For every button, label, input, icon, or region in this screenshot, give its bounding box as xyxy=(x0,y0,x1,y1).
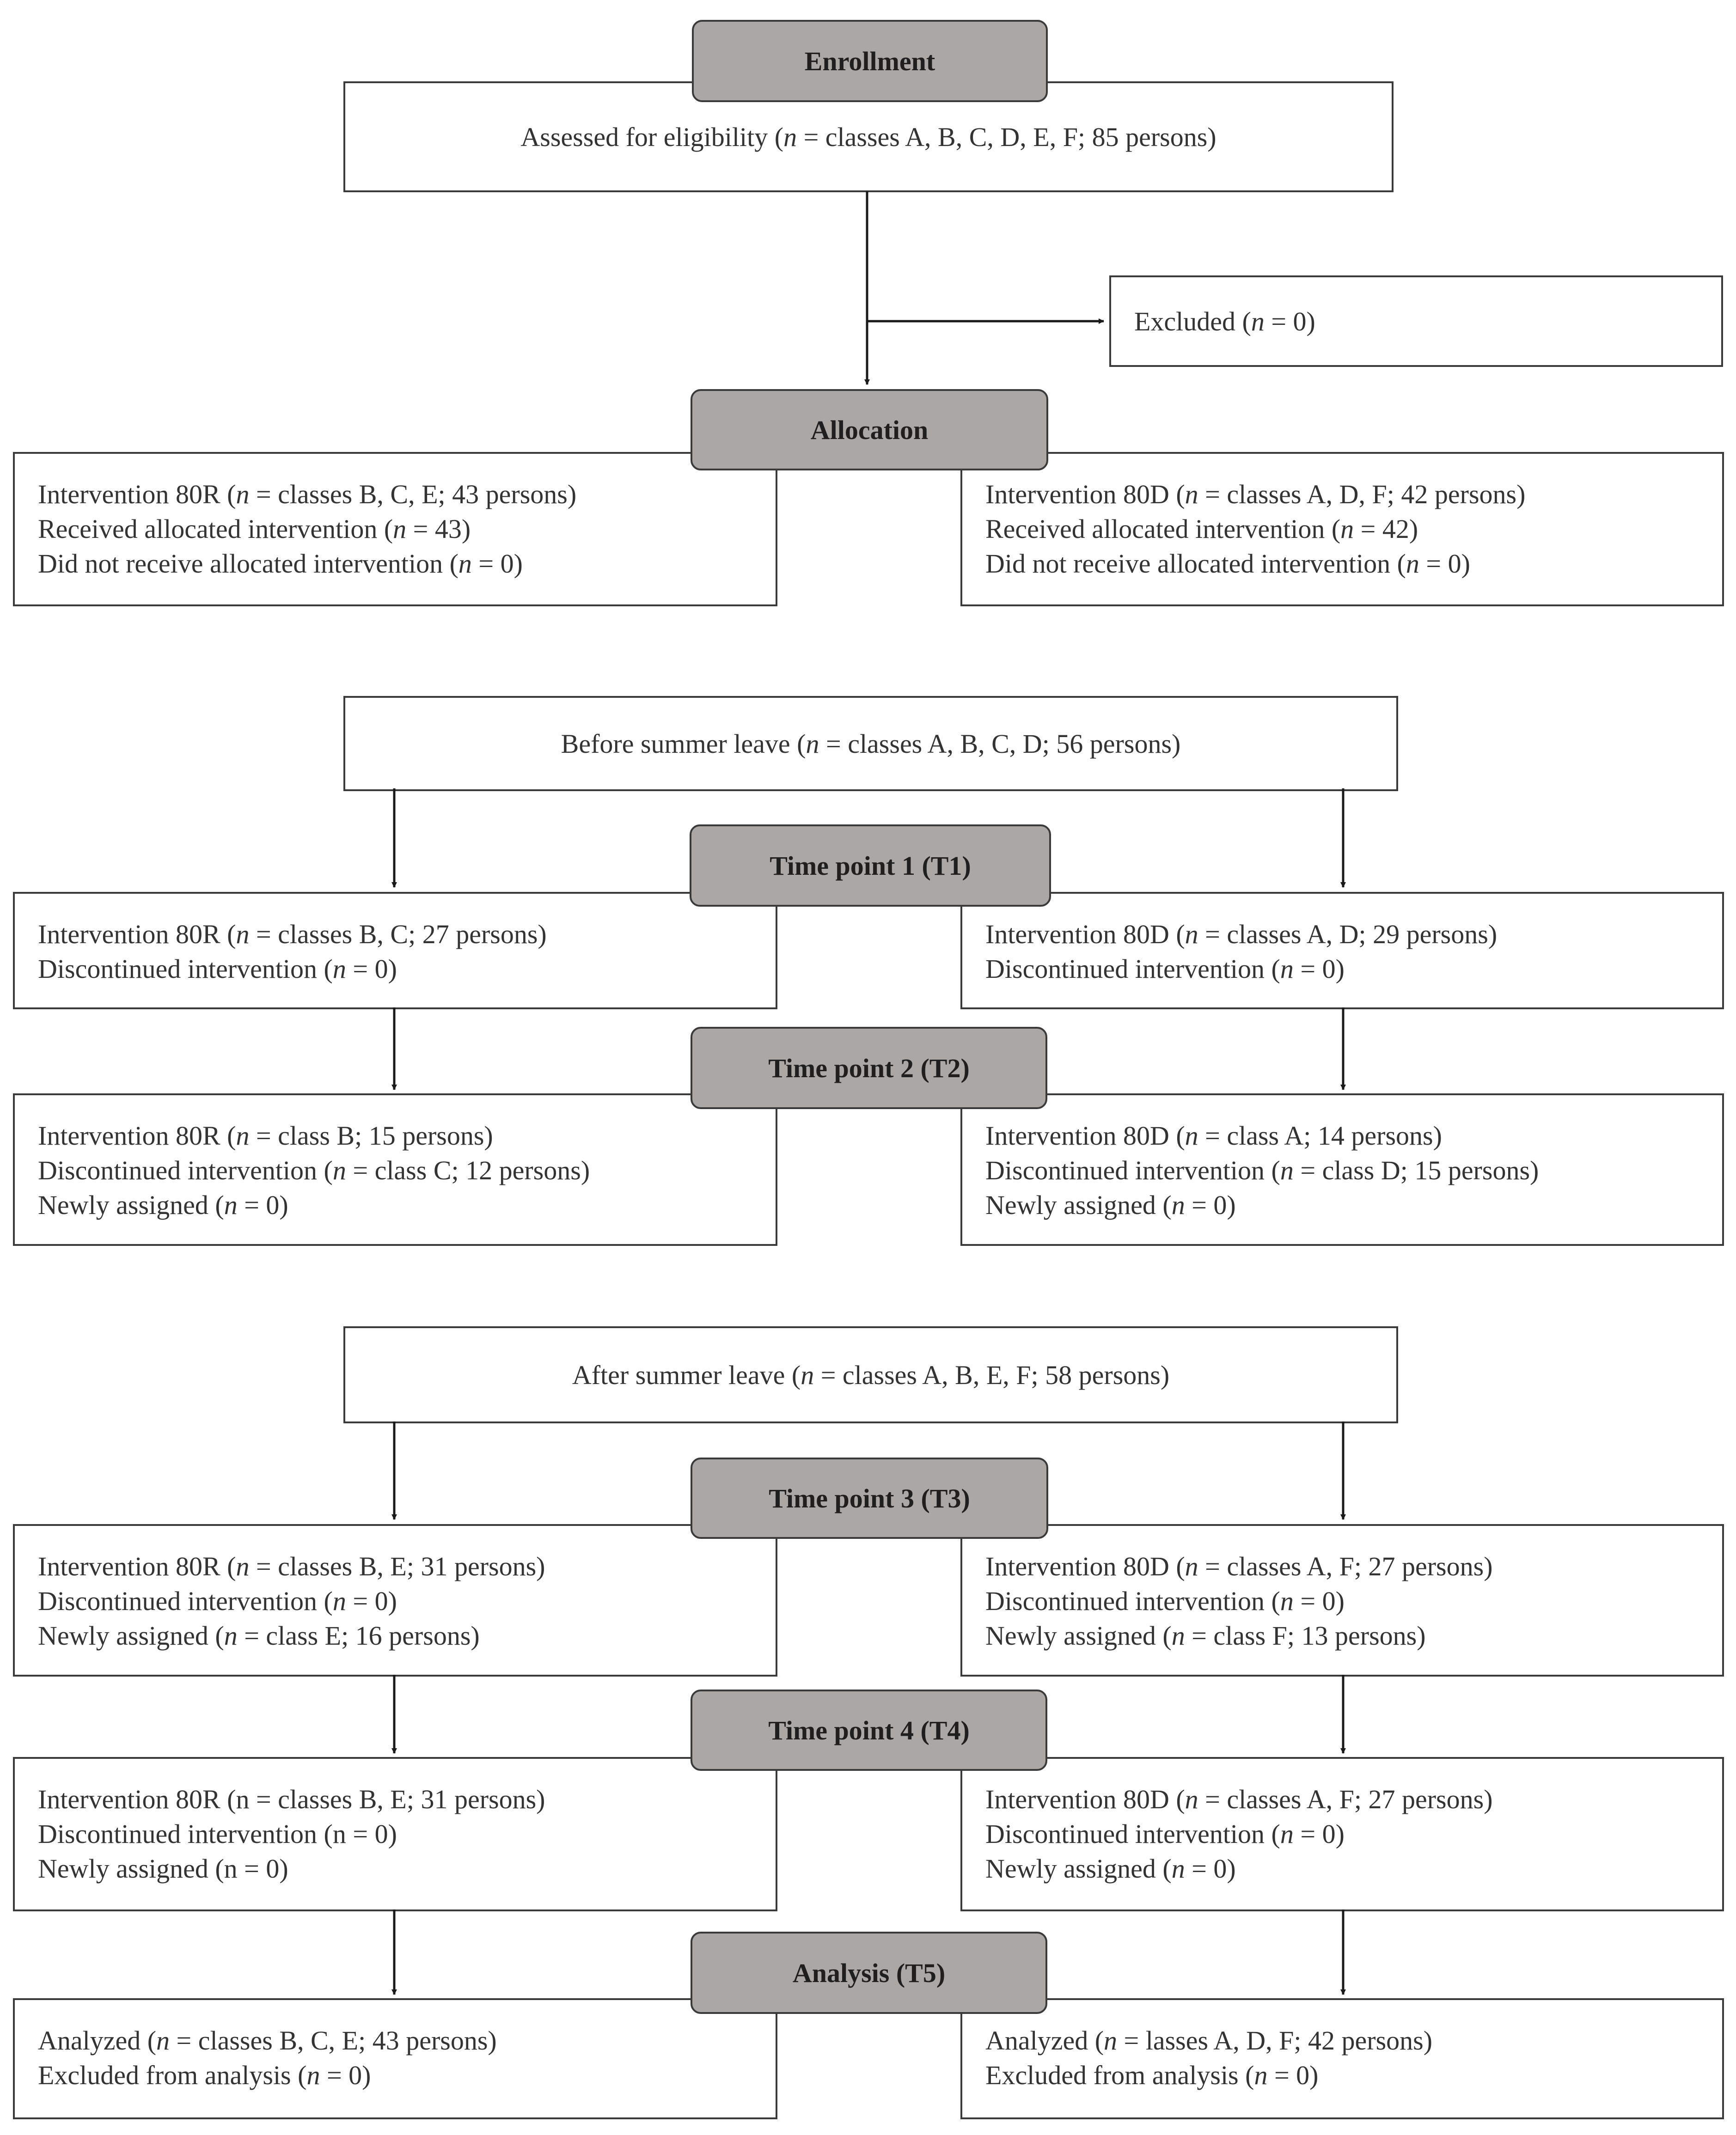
box-line: Newly assigned (n = 0) xyxy=(985,1854,1236,1884)
t1-left-box: Intervention 80R (n = classes B, C; 27 p… xyxy=(13,892,777,1009)
stage-t4: Time point 4 (T4) xyxy=(691,1690,1047,1771)
t2-left-box: Intervention 80R (n = class B; 15 person… xyxy=(13,1093,777,1246)
box-line: Excluded from analysis (n = 0) xyxy=(985,2060,1319,2090)
before-summer-text: Before summer leave (n = classes A, B, C… xyxy=(561,728,1181,759)
box-line: Analyzed (n = lasses A, D, F; 42 persons… xyxy=(985,2025,1433,2056)
box-line: Discontinued intervention (n = 0) xyxy=(38,954,397,984)
excluded-box: Excluded (n = 0) xyxy=(1109,275,1723,367)
box-line: Intervention 80R (n = classes B, E; 31 p… xyxy=(38,1784,545,1814)
stage-t2: Time point 2 (T2) xyxy=(691,1027,1047,1109)
box-line: Discontinued intervention (n = 0) xyxy=(38,1819,397,1849)
box-line: Discontinued intervention (n = 0) xyxy=(985,1819,1345,1849)
box-line: Discontinued intervention (n = class D; … xyxy=(985,1155,1539,1185)
t2-right-box: Intervention 80D (n = class A; 14 person… xyxy=(960,1093,1724,1246)
box-line: Intervention 80R (n = class B; 15 person… xyxy=(38,1121,493,1151)
stage-allocation: Allocation xyxy=(691,389,1048,470)
box-line: Intervention 80D (n = class A; 14 person… xyxy=(985,1121,1442,1151)
box-line: Discontinued intervention (n = 0) xyxy=(985,1586,1345,1616)
box-line: Newly assigned (n = 0) xyxy=(985,1190,1236,1220)
box-line: Did not receive allocated intervention (… xyxy=(985,549,1470,579)
t4-right-box: Intervention 80D (n = classes A, F; 27 p… xyxy=(960,1757,1724,1911)
box-line: Did not receive allocated intervention (… xyxy=(38,549,523,579)
box-line: Intervention 80D (n = classes A, D; 29 p… xyxy=(985,919,1498,949)
t4-left-box: Intervention 80R (n = classes B, E; 31 p… xyxy=(13,1757,777,1911)
t3-left-box: Intervention 80R (n = classes B, E; 31 p… xyxy=(13,1524,777,1677)
box-line: Excluded from analysis (n = 0) xyxy=(38,2060,371,2090)
eligibility-text: Assessed for eligibility (n = classes A,… xyxy=(520,122,1216,152)
stage-t5: Analysis (T5) xyxy=(691,1932,1047,2014)
t5-left-box: Analyzed (n = classes B, C, E; 43 person… xyxy=(13,1998,777,2119)
before-summer-box: Before summer leave (n = classes A, B, C… xyxy=(343,696,1398,791)
box-line: Intervention 80D (n = classes A, F; 27 p… xyxy=(985,1784,1493,1814)
box-line: Intervention 80D (n = classes A, D, F; 4… xyxy=(985,479,1526,509)
after-summer-box: After summer leave (n = classes A, B, E,… xyxy=(343,1326,1398,1423)
excluded-text: Excluded (n = 0) xyxy=(1134,306,1315,336)
box-line: Newly assigned (n = 0) xyxy=(38,1854,288,1884)
t5-right-box: Analyzed (n = lasses A, D, F; 42 persons… xyxy=(960,1998,1724,2119)
box-line: Analyzed (n = classes B, C, E; 43 person… xyxy=(38,2025,497,2056)
box-line: Discontinued intervention (n = 0) xyxy=(985,954,1345,984)
stage-enrollment: Enrollment xyxy=(692,20,1048,102)
allocation-right-box: Intervention 80D (n = classes A, D, F; 4… xyxy=(960,452,1724,606)
after-summer-text: After summer leave (n = classes A, B, E,… xyxy=(572,1360,1170,1390)
box-line: Discontinued intervention (n = 0) xyxy=(38,1586,397,1616)
allocation-left-box: Intervention 80R (n = classes B, C, E; 4… xyxy=(13,452,777,606)
box-line: Discontinued intervention (n = class C; … xyxy=(38,1155,590,1185)
box-line: Received allocated intervention (n = 43) xyxy=(38,514,471,544)
box-line: Intervention 80R (n = classes B, E; 31 p… xyxy=(38,1551,545,1581)
t3-right-box: Intervention 80D (n = classes A, F; 27 p… xyxy=(960,1524,1724,1677)
box-line: Newly assigned (n = class E; 16 persons) xyxy=(38,1621,480,1651)
stage-t3: Time point 3 (T3) xyxy=(691,1458,1048,1539)
stage-t1: Time point 1 (T1) xyxy=(690,824,1051,907)
box-line: Intervention 80R (n = classes B, C, E; 4… xyxy=(38,479,577,509)
box-line: Intervention 80D (n = classes A, F; 27 p… xyxy=(985,1551,1493,1581)
box-line: Newly assigned (n = 0) xyxy=(38,1190,288,1220)
box-line: Newly assigned (n = class F; 13 persons) xyxy=(985,1621,1426,1651)
box-line: Received allocated intervention (n = 42) xyxy=(985,514,1418,544)
box-line: Intervention 80R (n = classes B, C; 27 p… xyxy=(38,919,547,949)
